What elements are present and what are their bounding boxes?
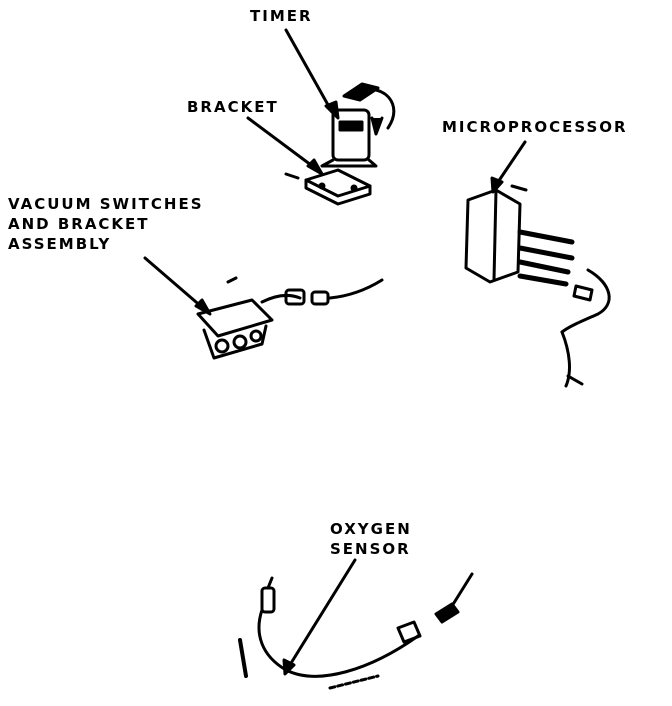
timer-part	[320, 82, 396, 168]
microprocessor-label: MICROPROCESSOR	[442, 118, 628, 136]
oxygen-sensor-part	[238, 572, 474, 690]
vacuum-leader	[143, 256, 212, 316]
vacuum-switches-label-line1: VACUUM SWITCHES	[8, 195, 204, 213]
bracket-part	[284, 168, 372, 206]
microprocessor-part	[464, 184, 611, 388]
microprocessor-leader	[490, 140, 527, 194]
timer-label: TIMER	[250, 7, 313, 25]
oxygen-leader	[282, 558, 357, 676]
bracket-label: BRACKET	[187, 98, 279, 116]
bracket-leader	[246, 116, 324, 176]
oxygen-sensor-label-line2: SENSOR	[330, 540, 411, 558]
oxygen-sensor-label-line1: OXYGEN	[330, 520, 412, 538]
timer-leader	[284, 28, 340, 120]
vacuum-switches-label-line3: ASSEMBLY	[8, 235, 112, 253]
vacuum-switches-part	[196, 276, 384, 360]
vacuum-switches-label-line2: AND BRACKET	[8, 215, 150, 233]
